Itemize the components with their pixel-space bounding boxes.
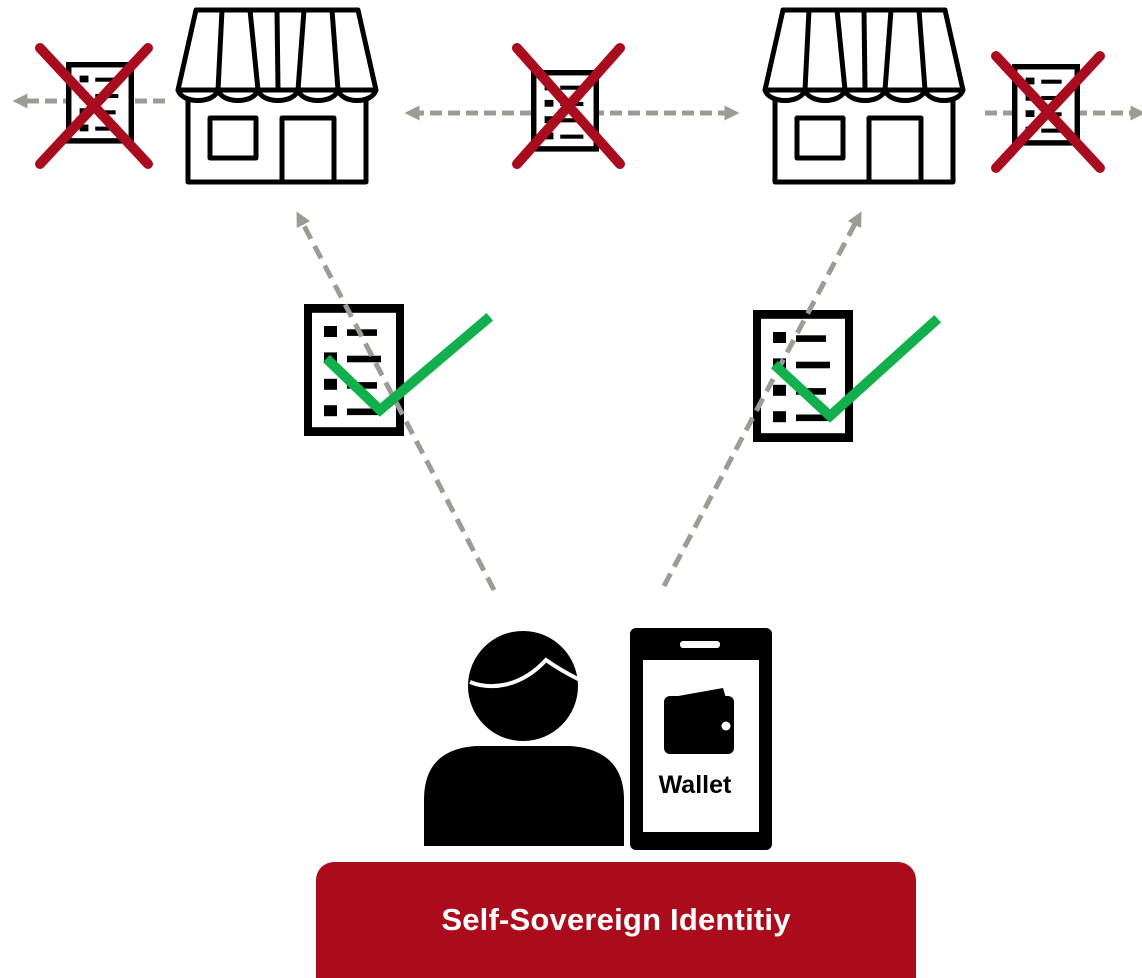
red-x-icon bbox=[35, 43, 153, 169]
person-icon bbox=[424, 631, 624, 846]
arrow-wallet-to-right-store bbox=[661, 211, 862, 588]
wallet-label: Wallet bbox=[659, 771, 732, 799]
green-check-icon bbox=[322, 312, 494, 417]
credential-document-icon bbox=[757, 314, 849, 437]
ssi-label: Self-Sovereign Identitiy bbox=[441, 902, 791, 937]
green-check-icon bbox=[770, 314, 942, 423]
ssi-banner: Self-Sovereign Identitiy bbox=[316, 862, 916, 978]
rejected-credential-right bbox=[991, 51, 1105, 173]
red-x-icon bbox=[512, 43, 625, 169]
arrow-wallet-to-left-store bbox=[296, 211, 497, 592]
store-icon bbox=[765, 10, 963, 182]
rejected-credential-left bbox=[35, 43, 153, 169]
rejected-credential-middle bbox=[512, 43, 625, 169]
store-icon bbox=[178, 10, 376, 182]
red-x-icon bbox=[991, 51, 1105, 173]
wallet-icon bbox=[664, 688, 734, 754]
accepted-credential-right bbox=[757, 314, 849, 437]
